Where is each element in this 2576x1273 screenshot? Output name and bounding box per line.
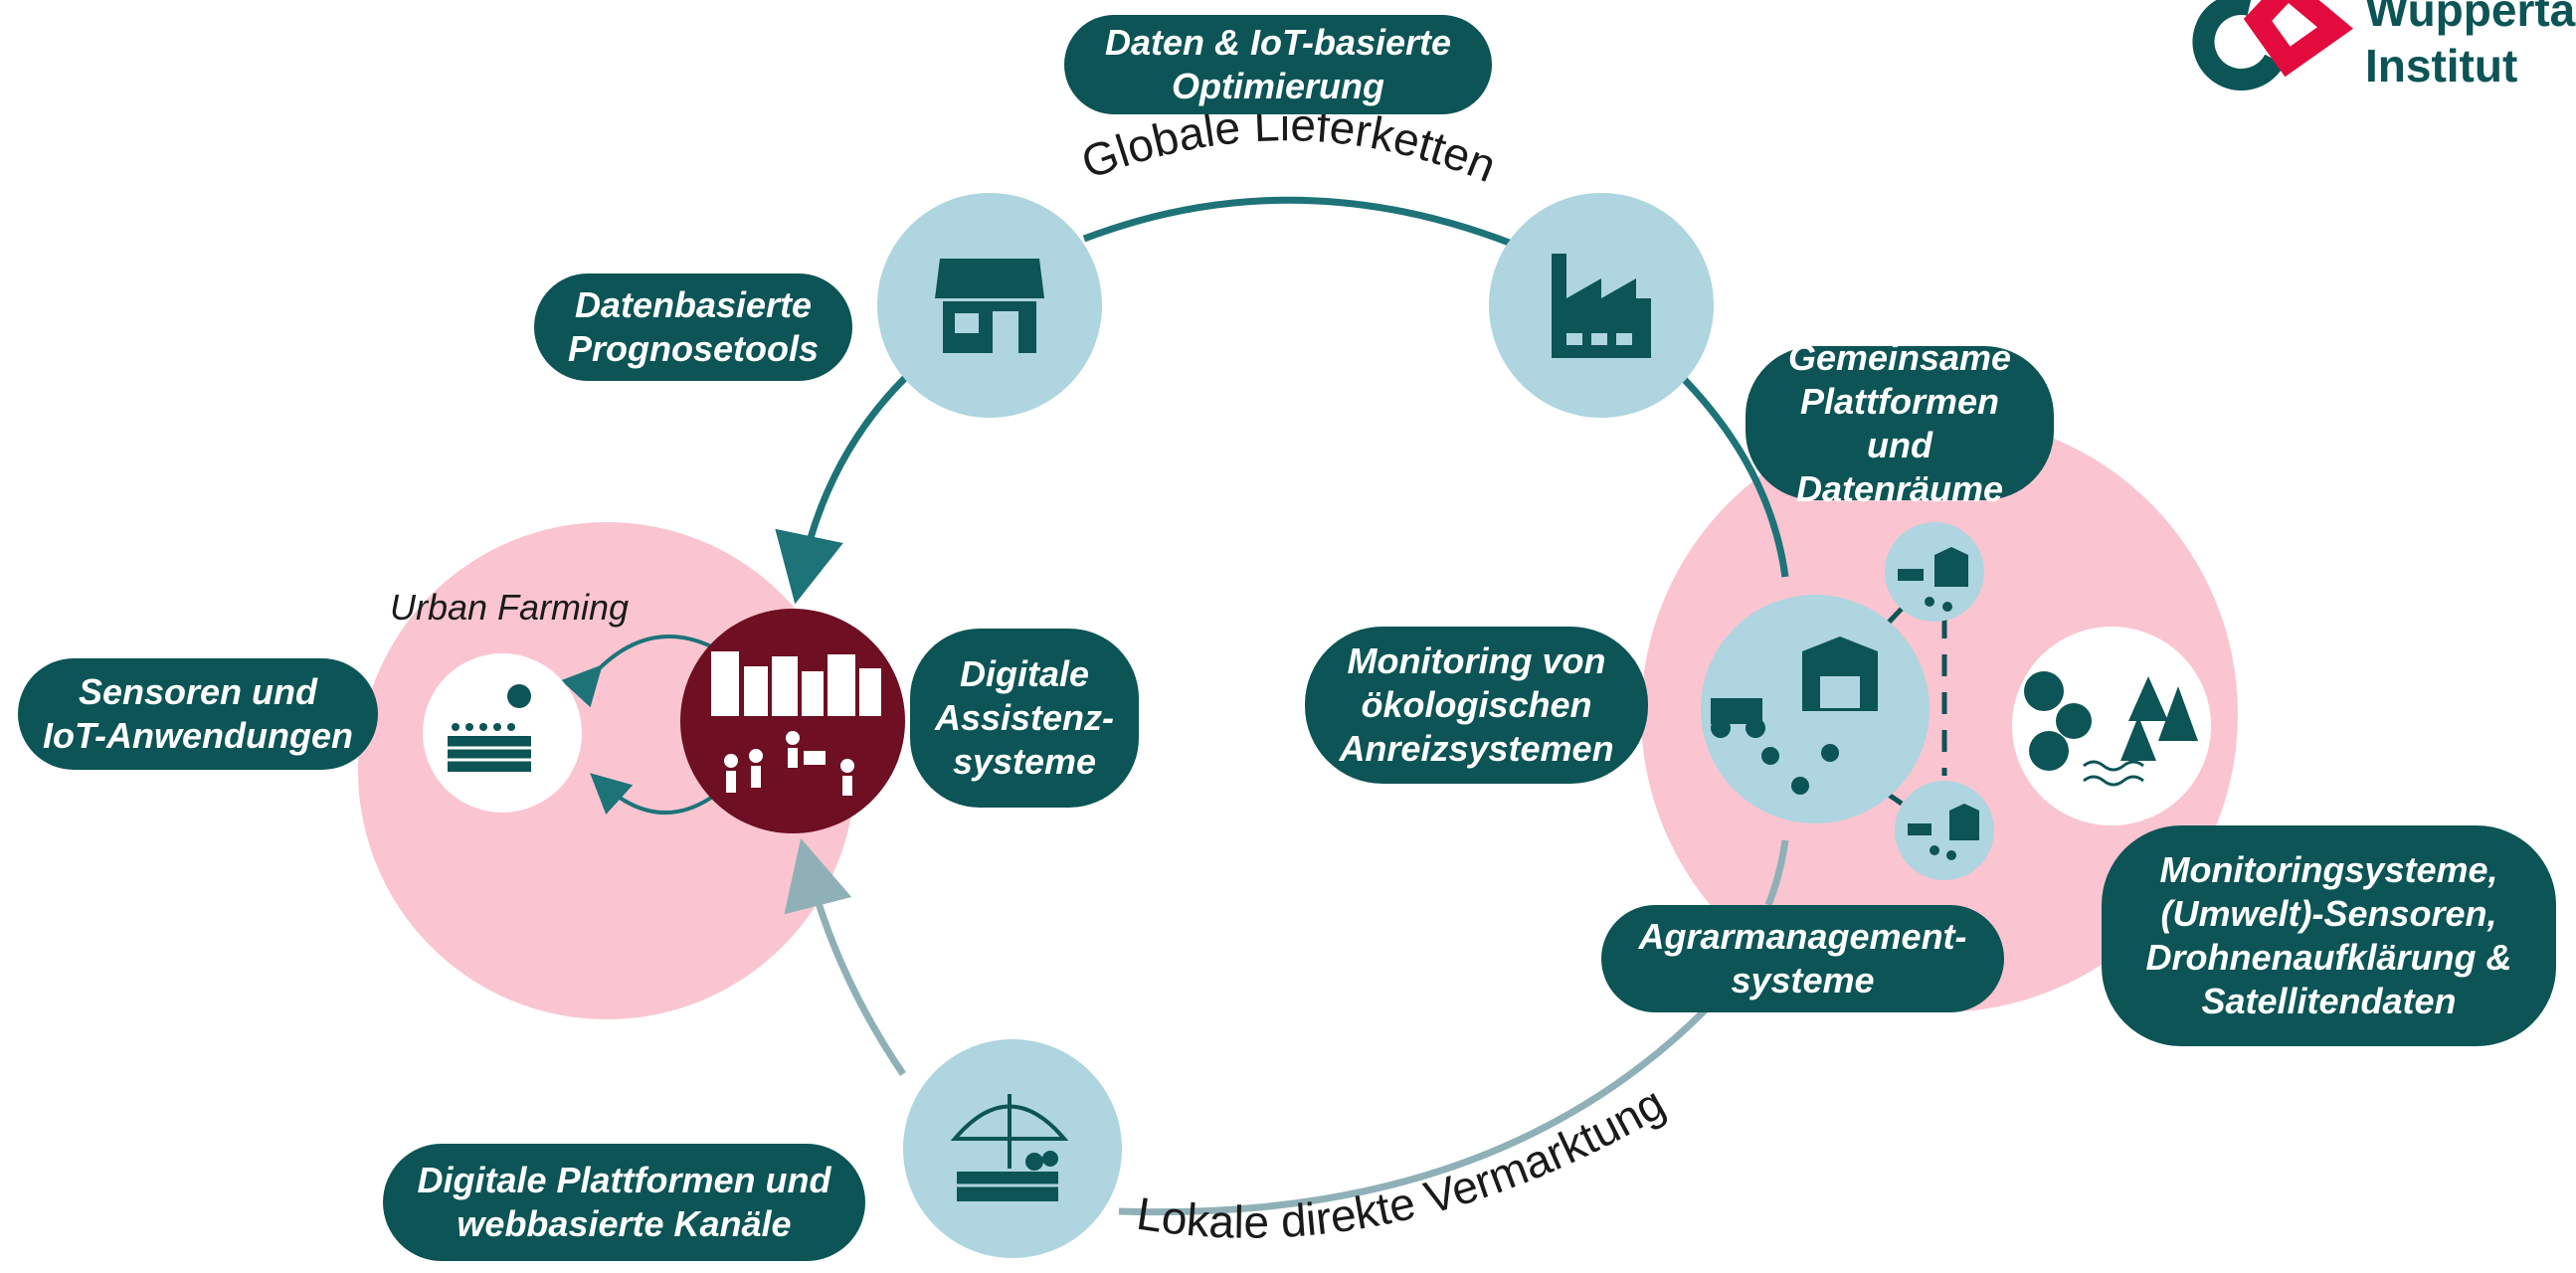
market-node <box>903 1039 1122 1258</box>
small-farm-node-top <box>1885 522 1984 622</box>
factory-icon <box>1552 254 1651 358</box>
logo-mark <box>2192 0 2354 91</box>
pill-data-iot: Daten & IoT-basierte Optimierung <box>1064 15 1492 114</box>
urban-loop-arrow-bottom <box>590 773 713 816</box>
farm-icon <box>1711 636 1878 795</box>
rural-zone-circle <box>1641 416 2238 1012</box>
vertical-farm-icon <box>448 684 531 772</box>
urban-farming-label: Urban Farming <box>390 587 630 628</box>
pill-assist: Digitale Assistenz- systeme <box>910 629 1139 808</box>
farm-to-agrar-arc <box>1764 839 1789 907</box>
pill-agrar: Agrarmanagement- systeme <box>1601 905 2004 1012</box>
local-market-arc <box>1118 1006 1709 1216</box>
urban-loop-arrow-top <box>561 635 712 708</box>
small-farm-icon-bottom <box>1908 804 1979 860</box>
pill-monitoring-sys: Monitoringsysteme, (Umwelt)-Sensoren, Dr… <box>2102 825 2556 1046</box>
pill-platforms: Gemeinsame Plattformen und Datenräume <box>1746 337 2054 509</box>
global-supply-arc <box>1082 196 1514 248</box>
small-farm-icon-top <box>1898 547 1968 612</box>
factory-to-farm-arc <box>1678 373 1789 578</box>
logo-text: Wuppertal Institut <box>2365 0 2576 91</box>
city-node <box>680 609 905 833</box>
forest-water-icon <box>2024 671 2198 787</box>
vertical-farm-node <box>423 653 582 813</box>
pill-forecast: Datenbasierte Prognosetools <box>534 273 852 381</box>
small-farm-node-bottom <box>1895 781 1994 880</box>
store-to-city-arrow <box>775 375 908 605</box>
pill-sensors: Sensoren und IoT-Anwendungen <box>18 658 378 770</box>
pill-monitoring-eco: Monitoring von ökologischen Anreizsystem… <box>1305 627 1648 784</box>
store-icon <box>935 259 1044 353</box>
farm-node <box>1701 595 1930 823</box>
store-node <box>877 193 1102 418</box>
factory-node <box>1489 193 1714 418</box>
market-to-city-arrow <box>784 837 906 1076</box>
market-stall-icon <box>950 1094 1069 1201</box>
pill-digital-platforms: Digitale Plattformen und webbasierte Kan… <box>383 1144 865 1261</box>
city-icon <box>711 651 881 796</box>
nature-node <box>2012 627 2211 825</box>
